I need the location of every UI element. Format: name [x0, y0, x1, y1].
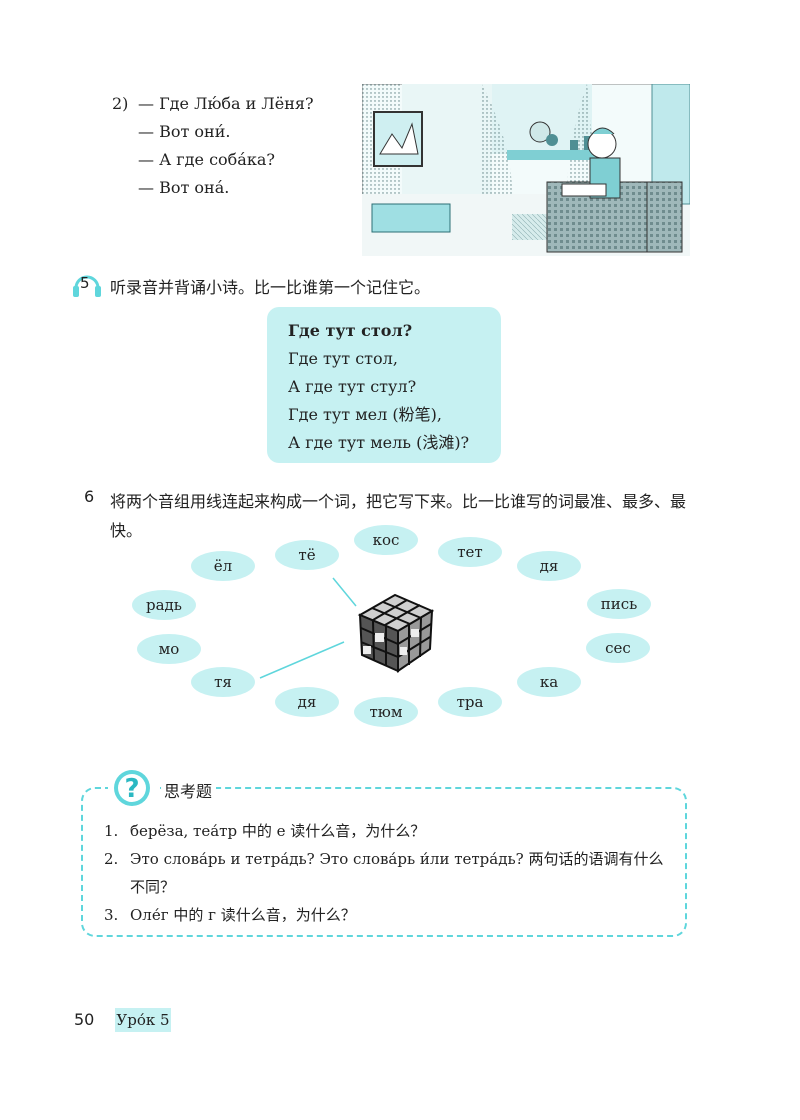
syllable-oval[interactable]: ка	[517, 667, 581, 697]
page-number: 50	[74, 1010, 95, 1029]
audio-icon	[73, 275, 101, 297]
svg-text:?: ?	[124, 774, 139, 804]
question-item: 3.Оле́г 中的 г 读什么音，为什么？	[104, 906, 356, 924]
room-illustration	[362, 84, 690, 256]
dialogue-number: 2)	[112, 94, 129, 113]
poem-title: Где тут стол?	[288, 321, 413, 340]
exercise-number: 5	[80, 274, 90, 292]
syllable-oval[interactable]: дя	[517, 551, 581, 581]
think-header: ?	[108, 768, 160, 808]
question-mark-icon: ?	[114, 770, 150, 806]
syllable-oval[interactable]: тя	[191, 667, 255, 697]
poem-line: А где тут мель (浅滩)?	[288, 433, 470, 452]
dialogue-line: — А где соба́ка?	[138, 150, 275, 169]
rubiks-cube-image	[357, 593, 435, 673]
think-title: 思考题	[164, 778, 217, 802]
think-questions-box	[81, 787, 687, 937]
syllable-oval[interactable]: радь	[132, 590, 196, 620]
poem-box: Где тут стол? Где тут стол, А где тут ст…	[267, 307, 501, 463]
syllable-oval[interactable]: сес	[586, 633, 650, 663]
exercise-number: 6	[84, 487, 95, 506]
poem-line: Где тут стол,	[288, 349, 398, 368]
syllable-oval[interactable]: тё	[275, 540, 339, 570]
exercise-instruction: 将两个音组用线连起来构成一个词，把它写下来。比一比谁写的词最准、最多、最快。	[110, 492, 687, 540]
syllable-oval[interactable]: дя	[275, 687, 339, 717]
syllable-oval[interactable]: тра	[438, 687, 502, 717]
dialogue: 2) — Где Лю́ба и Лёня? — Вот они́. — А гд…	[112, 90, 314, 202]
question-item: 2.Это слова́рь и тетра́дь? Это слова́рь …	[104, 850, 664, 868]
dialogue-line: — Вот она́.	[138, 178, 230, 197]
syllable-oval[interactable]: кос	[354, 525, 418, 555]
syllable-oval[interactable]: пись	[587, 589, 651, 619]
question-item: 不同？	[130, 878, 176, 896]
question-item: 1.берёза, теа́тр 中的 е 读什么音，为什么？	[104, 822, 426, 840]
syllable-oval[interactable]: ёл	[191, 551, 255, 581]
dialogue-line: — Вот они́.	[138, 122, 231, 141]
lesson-tag: Уро́к 5	[115, 1008, 171, 1032]
syllable-oval[interactable]: мо	[137, 634, 201, 664]
syllable-oval[interactable]: тет	[438, 537, 502, 567]
poem-line: Где тут мел (粉笔),	[288, 405, 442, 424]
syllable-oval[interactable]: тюм	[354, 697, 418, 727]
exercise-instruction: 听录音并背诵小诗。比一比谁第一个记住它。	[110, 278, 431, 297]
dialogue-line: — Где Лю́ба и Лёня?	[138, 94, 314, 113]
poem-line: А где тут стул?	[288, 377, 417, 396]
